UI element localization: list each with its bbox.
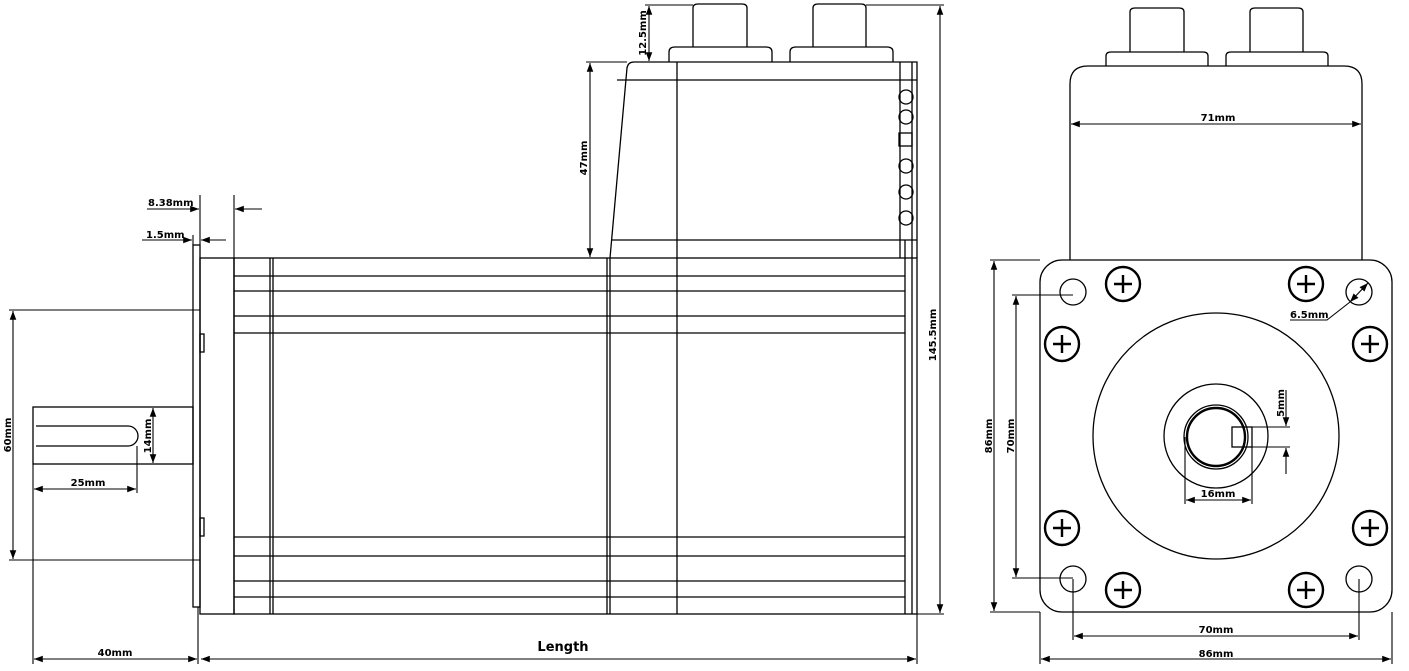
dim-hole-spacing-h: 70mm: [1199, 625, 1234, 636]
dim-connector-height: 12.5mm: [638, 10, 649, 56]
flange-tab: [199, 333, 205, 353]
dim-key-width: 5mm: [1276, 389, 1287, 417]
dim-driver-width: 71mm: [1201, 113, 1236, 124]
screw-icon: [1287, 571, 1325, 609]
dim-total-height: 145.5mm: [928, 309, 939, 361]
dim-shaft-diameter: 14mm: [143, 419, 154, 454]
dimension-line: [1349, 282, 1369, 303]
dim-body-size: 60mm: [3, 418, 14, 453]
shaft-key: [1231, 426, 1253, 448]
dim-flange-offset: 8.38mm: [148, 198, 194, 209]
side-view: 145.5mm 47mm 12.5mm 8.38mm 1.5mm 60mm 14…: [3, 3, 944, 664]
connectors-front: [1105, 7, 1329, 66]
driver-box: [609, 61, 918, 259]
dim-flange-thickness: 1.5mm: [146, 230, 185, 241]
body-lines: [234, 240, 906, 614]
motor-body: [233, 257, 918, 615]
dim-driver-height: 47mm: [579, 141, 590, 176]
flange-plate: [192, 244, 201, 608]
shaft: [32, 406, 194, 465]
dim-key-length: 25mm: [71, 478, 106, 489]
screw-icon: [1043, 325, 1081, 363]
screw-icon: [1287, 265, 1325, 303]
dim-flange-width: 86mm: [1199, 649, 1234, 660]
screw-icon: [1351, 509, 1389, 547]
front-view: 71mm 86mm 70mm 6.5mm 5mm 16mm 70mm 86mm: [984, 7, 1393, 664]
screw-icon: [1104, 265, 1142, 303]
dim-shaft-dia: 16mm: [1201, 489, 1236, 500]
dim-hole-diameter: 6.5mm: [1290, 310, 1329, 321]
flange-body: [199, 257, 235, 615]
mounting-holes: [1059, 278, 1373, 593]
dim-flange-height: 86mm: [984, 419, 995, 454]
boss-circle: [1092, 312, 1340, 560]
screw-icon: [1104, 571, 1142, 609]
keyway: [36, 425, 139, 447]
vent-fins: [898, 89, 914, 226]
dim-length: Length: [537, 640, 588, 655]
dim-hole-spacing-v: 70mm: [1006, 419, 1017, 454]
screw-icon: [1043, 509, 1081, 547]
flange-square: [1039, 259, 1393, 613]
screw-icon: [1351, 325, 1389, 363]
screws: [1043, 265, 1389, 609]
flange-tab: [199, 517, 205, 537]
pilot-circle: [1163, 383, 1269, 489]
dim-shaft-length: 40mm: [98, 648, 133, 659]
connectors-side: [668, 3, 894, 62]
shaft-outer-circle: [1183, 404, 1249, 470]
driver-box-lines: [612, 62, 917, 614]
shaft-circle: [1185, 406, 1247, 468]
leader-line: [1290, 301, 1351, 321]
driver-box-front: [1069, 65, 1363, 260]
